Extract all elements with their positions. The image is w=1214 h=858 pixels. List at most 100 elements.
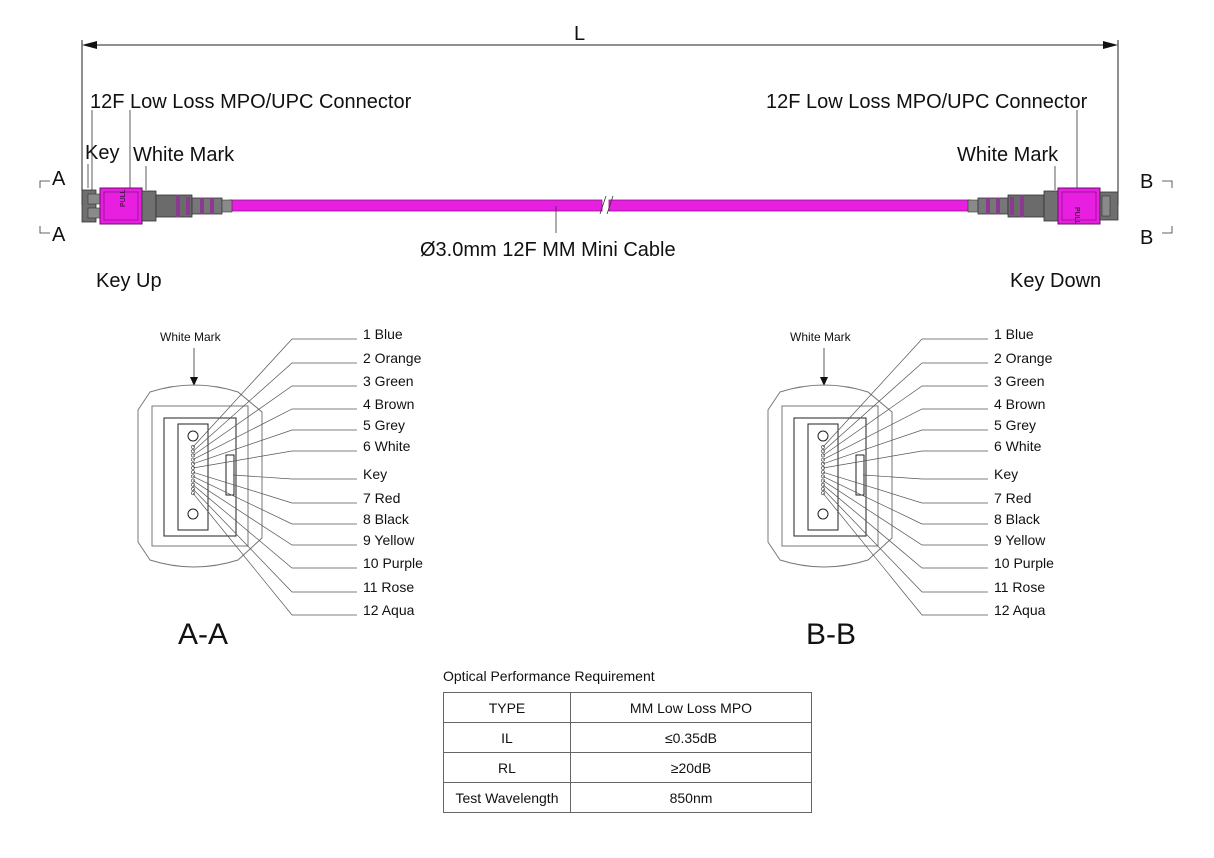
a-leader-7 [232,474,357,480]
a-fiber-label: 1 Blue [363,326,403,342]
a-fiber-label: 3 Green [363,373,414,389]
a-leader-8 [192,471,357,504]
b-leader-9 [822,476,988,525]
section-b-fibers [821,445,825,496]
a-fiber-9 [191,478,195,483]
connector-a: PULL [81,187,233,225]
white-mark-a-label: White Mark [133,144,235,166]
performance-value: ≤0.35dB [570,722,812,753]
section-marker-b: B B [1140,171,1173,249]
performance-param: Test Wavelength [443,782,571,813]
a-fiber-label: 9 Yellow [363,532,415,548]
a-leader-13 [192,492,357,616]
a-fiber-11 [191,487,195,491]
b-fiber-12 [821,491,825,496]
connector-a-label: 12F Low Loss MPO/UPC Connector [90,91,412,113]
performance-value: 850nm [570,782,812,813]
a-fiber-label: 2 Orange [363,350,422,366]
b-leader-7 [862,474,988,480]
a-leader-6 [192,450,357,469]
a-fiber-label: 7 Red [363,490,400,506]
a-fiber-label: 10 Purple [363,555,423,571]
a-fiber-10 [191,482,195,487]
key-label: Key [85,142,119,164]
b-fiber-label: 3 Green [994,373,1045,389]
a-fiber-label: 8 Black [363,511,410,527]
a-fiber-7 [191,470,195,475]
connector-b: PULL [967,187,1119,225]
b-leader-8 [822,471,988,504]
a-fiber-2 [191,449,195,454]
performance-value: MM Low Loss MPO [570,692,812,723]
b-leader-13 [822,492,988,616]
a-leader-9 [192,476,357,525]
a-leader-5 [192,429,357,465]
b-fiber-label: 9 Yellow [994,532,1046,548]
a-fiber-3 [191,453,195,458]
white-mark-b-label: White Mark [957,144,1059,166]
pull-mark-b: PULL [1073,207,1080,225]
a-fiber-label: Key [363,466,387,482]
b-leader-11 [822,484,988,569]
b-fiber-2 [821,449,825,454]
b-fiber-label: 8 Black [994,511,1041,527]
length-dimension: L [81,23,1119,205]
a-fiber-12 [191,491,195,496]
section-a-fibers [191,445,195,496]
length-label: L [574,23,585,45]
b-fiber-10 [821,482,825,487]
a-leader-11 [192,484,357,569]
a-fiber-8 [191,474,195,479]
b-fiber-5 [821,461,825,466]
svg-text:A: A [52,224,66,246]
performance-param: IL [443,722,571,753]
performance-row: RL≥20dB [443,752,812,783]
b-leader-4 [822,408,988,460]
a-leader-4 [192,408,357,460]
cable-label: Ø3.0mm 12F MM Mini Cable [420,239,676,261]
b-fiber-9 [821,478,825,483]
b-leader-12 [822,488,988,593]
b-leader-10 [822,480,988,546]
section-a-white-mark: White Mark [160,330,222,344]
b-fiber-label: 2 Orange [994,350,1053,366]
b-fiber-label: 10 Purple [994,555,1054,571]
a-leader-2 [192,362,357,452]
b-leader-6 [822,450,988,469]
connector-b-label: 12F Low Loss MPO/UPC Connector [766,91,1088,113]
a-leader-12 [192,488,357,593]
b-fiber-11 [821,487,825,491]
b-fiber-4 [821,457,825,462]
a-leader-10 [192,480,357,546]
b-leader-1 [822,338,988,448]
performance-value: ≥20dB [570,752,812,783]
performance-row: IL≤0.35dB [443,722,812,753]
section-b-white-mark: White Mark [790,330,852,344]
b-fiber-label: 12 Aqua [994,602,1046,618]
b-fiber-1 [821,445,825,449]
b-fiber-3 [821,453,825,458]
b-fiber-label: 5 Grey [994,417,1036,433]
b-fiber-8 [821,474,825,479]
b-fiber-label: 11 Rose [994,579,1045,595]
cable [229,195,971,233]
a-fiber-1 [191,445,195,449]
svg-text:B: B [1140,171,1153,193]
section-b-title: B-B [806,618,856,651]
a-leader-3 [192,385,357,456]
b-leader-3 [822,385,988,456]
performance-param: TYPE [443,692,571,723]
performance-param: RL [443,752,571,783]
a-fiber-label: 6 White [363,438,411,454]
b-fiber-label: Key [994,466,1018,482]
a-fiber-5 [191,461,195,466]
b-fiber-label: 6 White [994,438,1042,454]
a-leader-1 [192,338,357,448]
b-leader-2 [822,362,988,452]
